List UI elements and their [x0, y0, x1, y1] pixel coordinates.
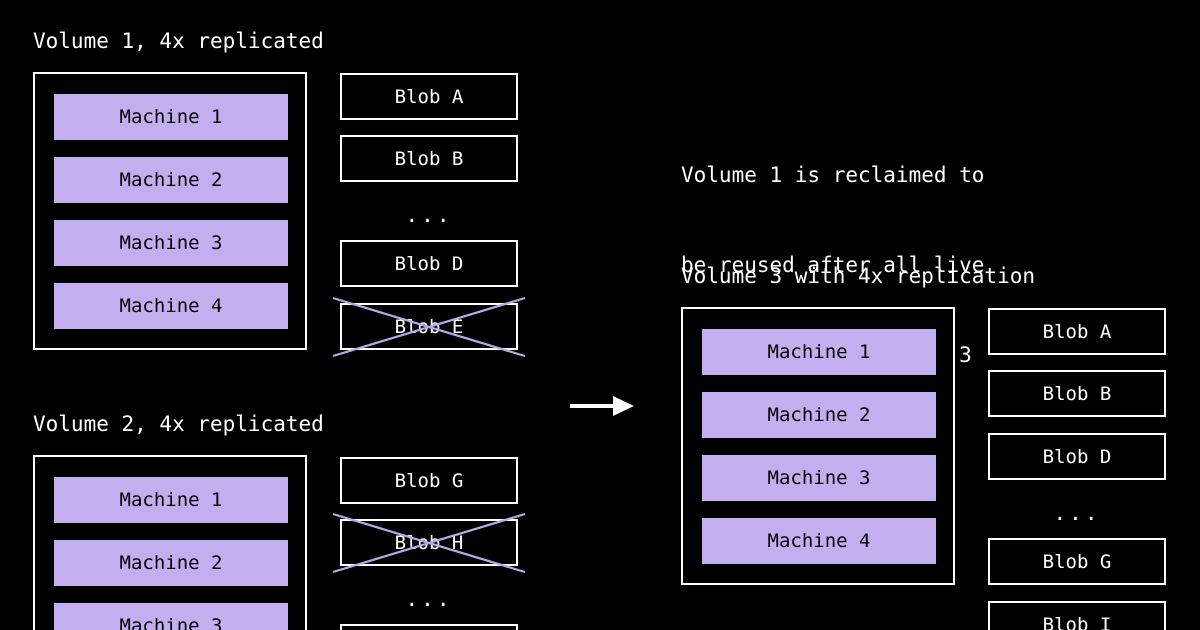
- volume3-blob-d: Blob D: [988, 433, 1166, 480]
- volume2-blob-next: [340, 624, 518, 630]
- volume1-machine-1: Machine 1: [54, 94, 288, 140]
- reclaim-note-line-1: Volume 1 is reclaimed to: [681, 163, 985, 187]
- volume3-machine-container: Machine 1 Machine 2 Machine 3 Machine 4: [681, 307, 955, 585]
- volume1-blob-a: Blob A: [340, 73, 518, 120]
- reclaim-note-line-2: be reused after all live: [681, 253, 985, 277]
- volume1-blob-d: Blob D: [340, 240, 518, 287]
- volume1-machine-3: Machine 3: [54, 220, 288, 266]
- volume3-blob-ellipsis: ...: [1053, 501, 1101, 525]
- volume1-machine-4: Machine 4: [54, 283, 288, 329]
- volume3-blob-a: Blob A: [988, 308, 1166, 355]
- volume2-heading: Volume 2, 4x replicated: [33, 412, 324, 436]
- volume2-machine-container: Machine 1 Machine 2 Machine 3: [33, 455, 307, 630]
- volume2-blob-g: Blob G: [340, 457, 518, 504]
- volume1-blob-e: Blob E: [340, 303, 518, 350]
- volume1-machine-2: Machine 2: [54, 157, 288, 203]
- volume2-blob-h: Blob H: [340, 519, 518, 566]
- volume2-machine-1: Machine 1: [54, 477, 288, 523]
- volume3-blob-i: Blob I: [988, 601, 1166, 630]
- volume1-machine-container: Machine 1 Machine 2 Machine 3 Machine 4: [33, 72, 307, 350]
- volume1-heading: Volume 1, 4x replicated: [33, 29, 324, 53]
- volume3-heading: Volume 3 with 4x replication: [681, 264, 1036, 288]
- volume1-blob-b: Blob B: [340, 135, 518, 182]
- volume3-machine-4: Machine 4: [702, 518, 936, 564]
- volume3-machine-1: Machine 1: [702, 329, 936, 375]
- volume1-blob-ellipsis: ...: [405, 203, 453, 227]
- volume3-machine-2: Machine 2: [702, 392, 936, 438]
- volume2-blob-ellipsis: ...: [405, 587, 453, 611]
- transition-right-arrow-icon: [570, 396, 634, 416]
- volume3-blob-g: Blob G: [988, 538, 1166, 585]
- volume3-blob-b: Blob B: [988, 370, 1166, 417]
- volume3-machine-3: Machine 3: [702, 455, 936, 501]
- volume2-machine-3: Machine 3: [54, 603, 288, 630]
- volume2-machine-2: Machine 2: [54, 540, 288, 586]
